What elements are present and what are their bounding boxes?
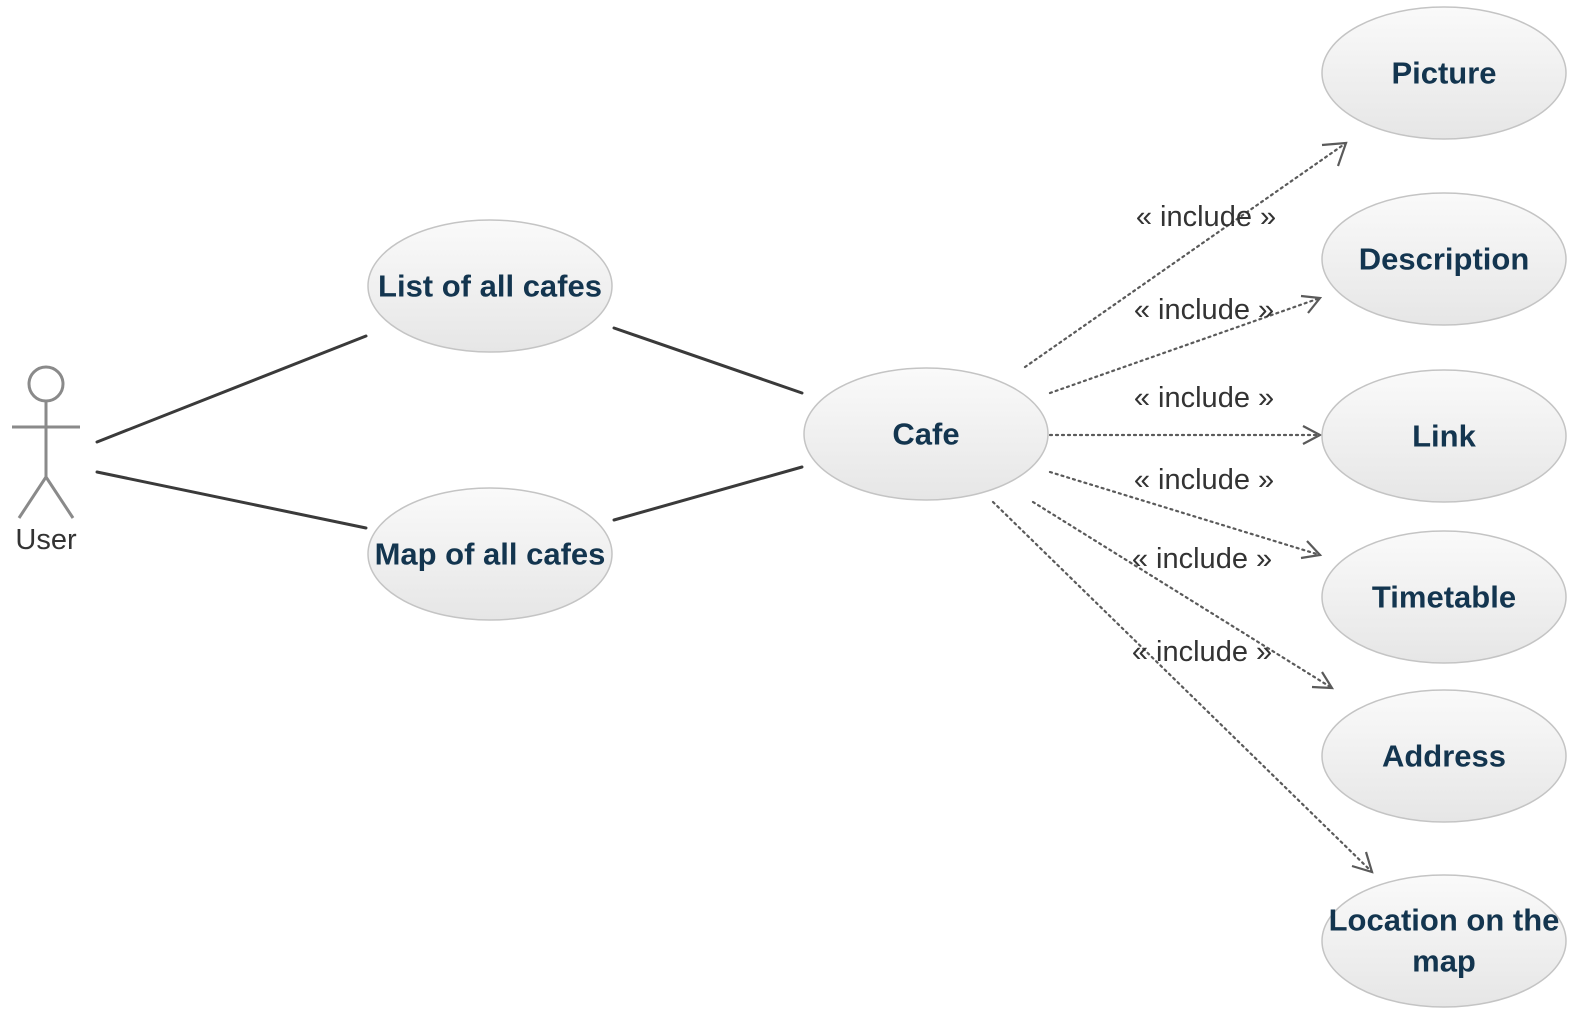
include-cafe-address	[1031, 500, 1335, 690]
usecase-cafe[interactable]: Cafe	[803, 367, 1049, 501]
actor-user[interactable]: User	[12, 365, 80, 556]
arrowhead-icon	[1300, 294, 1323, 314]
arrowhead-icon	[1351, 851, 1374, 874]
include-cafe-location	[991, 500, 1374, 874]
usecase-label: Link	[1412, 419, 1476, 454]
usecase-label: List of all cafes	[378, 269, 602, 304]
actor-label: User	[15, 524, 77, 556]
stick-figure-icon	[12, 365, 80, 519]
association-map-cafe	[612, 465, 804, 522]
include-cafe-link	[1048, 425, 1323, 445]
include-relations: « include » « include » « include » « in…	[991, 141, 1374, 874]
association-list-cafe	[612, 326, 804, 395]
usecase-label: Picture	[1391, 56, 1496, 91]
include-cafe-description	[1048, 294, 1323, 395]
include-label-picture: « include »	[1136, 201, 1276, 233]
arrowhead-icon	[1311, 671, 1335, 690]
usecase-picture[interactable]: Picture	[1321, 6, 1567, 140]
usecase-label: Cafe	[892, 417, 959, 452]
include-label-location: « include »	[1132, 636, 1272, 668]
usecase-label: Timetable	[1372, 580, 1516, 615]
include-cafe-timetable	[1048, 470, 1323, 560]
usecase-link[interactable]: Link	[1321, 369, 1567, 503]
usecase-label: Address	[1382, 739, 1506, 774]
usecase-label: Description	[1359, 242, 1530, 277]
include-cafe-picture	[1023, 141, 1348, 369]
usecase-description[interactable]: Description	[1321, 192, 1567, 326]
usecase-timetable[interactable]: Timetable	[1321, 530, 1567, 664]
arrowhead-icon	[1300, 540, 1323, 560]
include-label-address: « include »	[1132, 543, 1272, 575]
include-label-link: « include »	[1134, 382, 1274, 414]
usecase-label-line-1: Location on the	[1329, 903, 1560, 938]
usecase-address[interactable]: Address	[1321, 689, 1567, 823]
include-label-description: « include »	[1134, 294, 1274, 326]
include-label-timetable: « include »	[1134, 464, 1274, 496]
arrowhead-icon	[1321, 141, 1348, 167]
association-user-map	[95, 470, 368, 530]
usecase-label-line-2: map	[1412, 944, 1476, 979]
usecase-location-on-the-map[interactable]: Location on the map	[1321, 874, 1567, 1008]
usecase-label: Map of all cafes	[375, 537, 606, 572]
usecase-map-of-all-cafes[interactable]: Map of all cafes	[367, 487, 613, 621]
arrowhead-icon	[1302, 425, 1323, 445]
association-user-list	[95, 334, 368, 444]
usecase-list-of-all-cafes[interactable]: List of all cafes	[367, 219, 613, 353]
associations	[95, 326, 804, 530]
